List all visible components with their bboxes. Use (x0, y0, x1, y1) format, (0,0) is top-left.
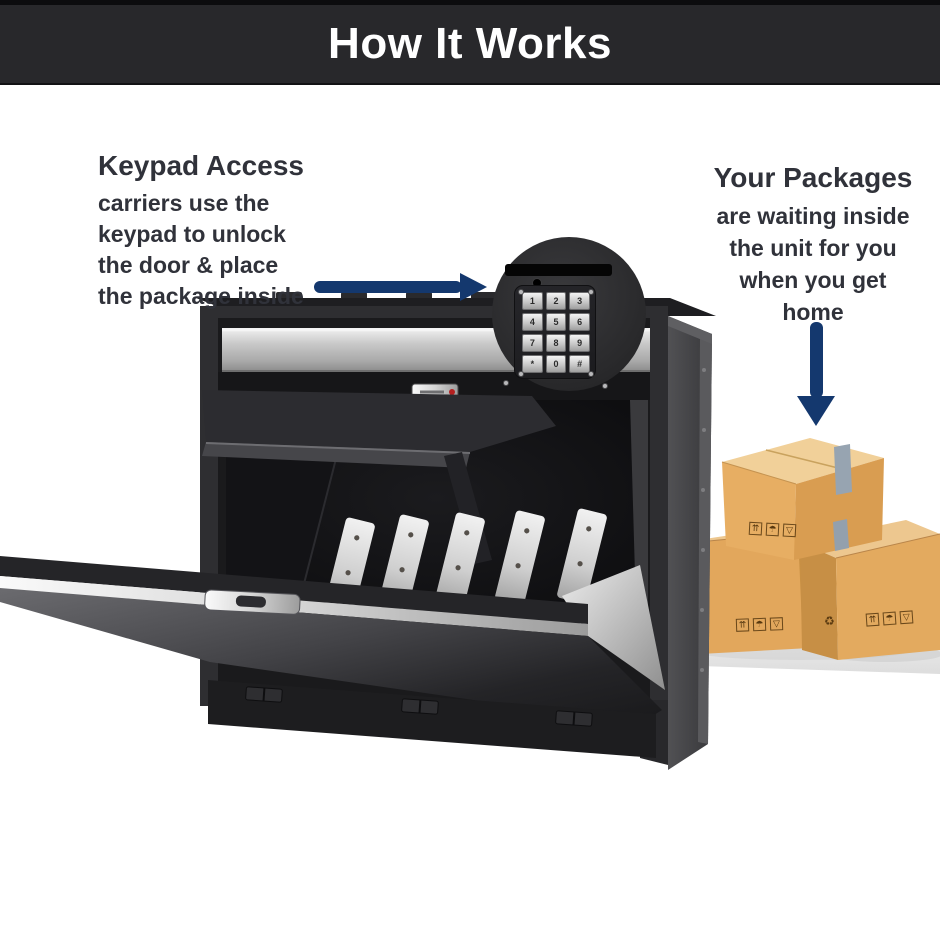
annotation-line: home (782, 299, 844, 325)
keypad-key-8: 8 (545, 334, 567, 352)
screw-icon (503, 380, 509, 386)
this-way-up-icon: ⇈ (735, 618, 750, 632)
keypad-key-9: 9 (569, 334, 590, 352)
keypad-key-6: 6 (569, 313, 590, 331)
page-title: How It Works (328, 19, 612, 68)
keypad-key-*: * (522, 355, 543, 373)
keypad-key-2: 2 (545, 292, 567, 310)
door-side-gusset (562, 565, 665, 690)
screw-icon (518, 289, 524, 295)
screw-icon (518, 371, 524, 377)
keypad-key-#: # (569, 355, 590, 373)
shipping-icons-top-box: ⇈☂▽ (748, 521, 797, 538)
fragile-icon: ▽ (782, 523, 797, 538)
door-latch-keeper (204, 589, 301, 615)
annotation-line: the unit for you (729, 235, 897, 261)
parcel-drop-box (0, 292, 716, 770)
annotation-title: Your Packages (713, 162, 913, 193)
door-hinge (401, 698, 439, 715)
screw-icon (588, 371, 594, 377)
drop-door (0, 556, 665, 724)
annotation-line: when you get (739, 267, 887, 293)
this-way-up-icon: ⇈ (748, 521, 763, 536)
annotation-line: keypad to unlock (98, 221, 286, 247)
annotation-body: are waiting inside the unit for you when y… (699, 200, 927, 328)
your-packages-annotation: Your Packages are waiting inside the unit… (699, 162, 927, 328)
keep-dry-icon: ☂ (765, 522, 780, 537)
arrowhead (460, 273, 487, 301)
security-straps (325, 508, 607, 613)
recycle-icon: ♻ (824, 614, 835, 628)
shipping-icons-left-box: ⇈☂▽ (735, 617, 784, 632)
this-way-up-icon: ⇈ (865, 612, 880, 627)
door-inner-surface (0, 588, 662, 724)
box-top (721, 438, 884, 560)
screw-icon (588, 289, 594, 295)
keypad-key-4: 4 (522, 313, 543, 331)
keypad-key-0: 0 (545, 355, 567, 373)
down-arrow-icon (797, 322, 835, 426)
annotation-line: the door & place (98, 252, 279, 278)
right-arrow-icon (314, 273, 487, 301)
tape-strip (834, 444, 852, 495)
screw-icon (602, 383, 608, 389)
fragile-icon: ▽ (899, 610, 914, 625)
keep-dry-icon: ☂ (752, 617, 767, 632)
keypad-key-7: 7 (522, 334, 543, 352)
annotation-title: Keypad Access (98, 150, 304, 181)
annotation-line: carriers use the (98, 190, 270, 216)
fragile-icon: ▽ (769, 617, 784, 631)
keypad-key-1: 1 (522, 292, 543, 310)
keypad-key-3: 3 (569, 292, 590, 310)
annotation-line: are waiting inside (716, 203, 910, 229)
keep-dry-icon: ☂ (882, 611, 897, 626)
interior-right-wall (630, 400, 648, 615)
keypad-key-5: 5 (545, 313, 567, 331)
door-hinge (245, 686, 283, 703)
arrowhead (797, 396, 835, 426)
header-banner: How It Works (0, 0, 940, 85)
mail-slot-icon (505, 264, 612, 276)
annotation-body: carriers use the keypad to unlock the door… (98, 188, 338, 312)
door-hinge (555, 710, 593, 727)
keypad-access-annotation: Keypad Access carriers use the keypad to … (98, 150, 338, 312)
annotation-line: the package inside (98, 283, 304, 309)
package-boxes (688, 438, 940, 674)
bottom-rail (208, 680, 656, 758)
door-rim (0, 556, 588, 624)
